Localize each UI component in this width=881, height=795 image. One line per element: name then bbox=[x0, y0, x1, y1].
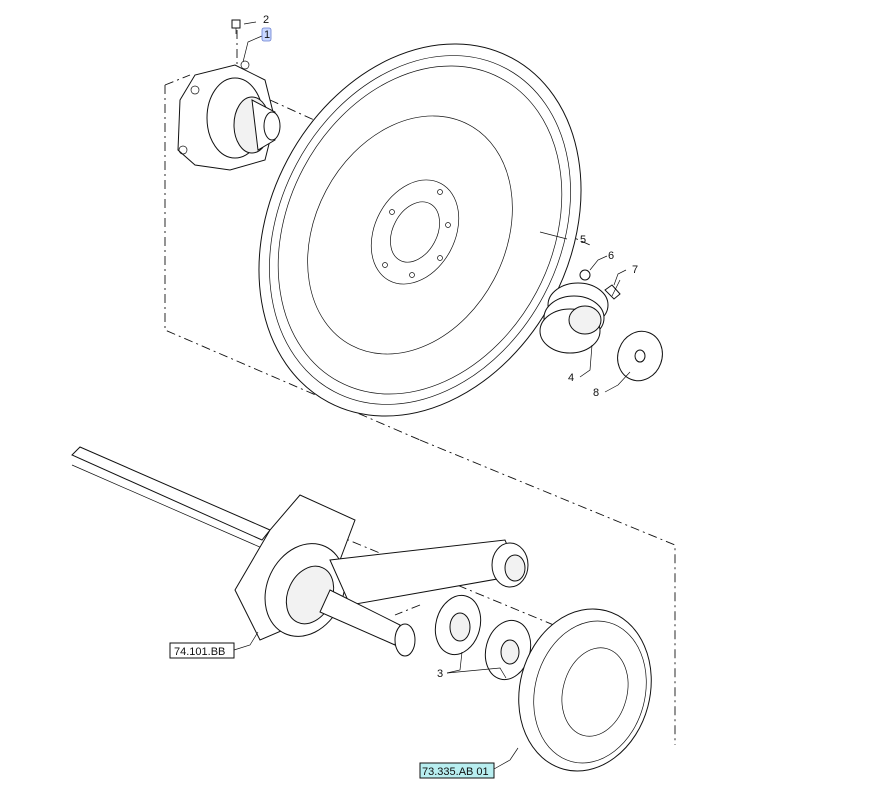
callout-3[interactable]: 3 bbox=[437, 668, 443, 680]
tension-arm[interactable] bbox=[329, 539, 529, 606]
bolt[interactable] bbox=[604, 279, 621, 300]
coupling-flange[interactable] bbox=[479, 615, 537, 684]
callout-5[interactable]: 5 bbox=[580, 234, 586, 246]
callout-1[interactable]: 1 bbox=[264, 29, 270, 41]
hub-housing[interactable] bbox=[177, 60, 281, 171]
leader-lines bbox=[233, 21, 631, 770]
callout-7[interactable]: 7 bbox=[632, 264, 638, 276]
rubber-coupling[interactable] bbox=[429, 590, 487, 659]
coil-spring[interactable] bbox=[539, 282, 609, 354]
shaft-end[interactable] bbox=[319, 589, 416, 657]
svg-text:74.101.BB: 74.101.BB bbox=[174, 646, 225, 658]
callout-2[interactable]: 2 bbox=[263, 14, 269, 26]
callout-1-highlight bbox=[261, 27, 272, 42]
washer[interactable] bbox=[611, 325, 669, 387]
pulley[interactable] bbox=[501, 594, 669, 786]
drive-shaft[interactable] bbox=[71, 446, 271, 549]
grease-nipple[interactable] bbox=[231, 19, 241, 34]
callout-8[interactable]: 8 bbox=[593, 387, 599, 399]
nut[interactable] bbox=[579, 269, 591, 281]
svg-text:73.335.AB 01: 73.335.AB 01 bbox=[422, 766, 489, 778]
flywheel[interactable] bbox=[196, 0, 644, 473]
callout-4[interactable]: 4 bbox=[568, 372, 574, 384]
reference-bottom[interactable]: 73.335.AB 01 bbox=[419, 762, 495, 779]
reference-left[interactable]: 74.101.BB bbox=[169, 642, 235, 659]
callout-6[interactable]: 6 bbox=[608, 250, 614, 262]
